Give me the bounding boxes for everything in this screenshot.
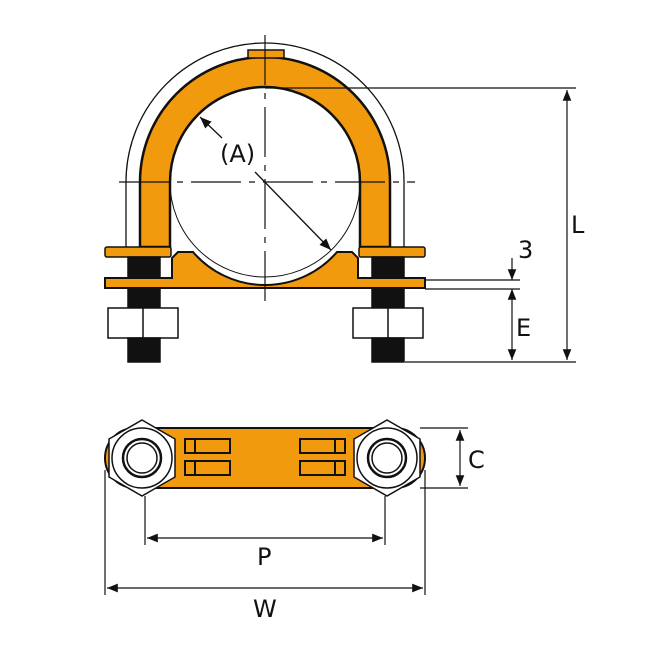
upper-plate-left xyxy=(104,246,172,258)
label-c: C xyxy=(468,446,485,474)
bolt-thread-left xyxy=(127,256,161,279)
nut-top-left xyxy=(108,419,176,497)
label-l: L xyxy=(571,211,585,239)
diameter-arrow-upper xyxy=(199,116,223,139)
label-diameter: (A) xyxy=(220,140,255,168)
saddle-base xyxy=(104,251,426,289)
slots-right xyxy=(299,438,346,476)
label-thickness: 3 xyxy=(518,236,533,264)
bolt-end-left xyxy=(127,337,161,363)
label-p: P xyxy=(257,543,271,571)
bolt-thread-left-lower xyxy=(127,287,161,309)
slots-left xyxy=(184,438,231,476)
label-w: W xyxy=(253,595,277,623)
diameter-arrow-lower xyxy=(254,171,332,251)
top-tab xyxy=(247,49,285,59)
nut-top-right xyxy=(353,419,421,497)
upper-plate-right xyxy=(358,246,426,258)
bolt-end-right xyxy=(371,337,405,363)
front-view xyxy=(104,35,576,363)
bolt-thread-right-lower xyxy=(371,287,405,309)
bolt-thread-right xyxy=(371,256,405,279)
top-view xyxy=(104,419,468,595)
label-e: E xyxy=(516,314,531,342)
